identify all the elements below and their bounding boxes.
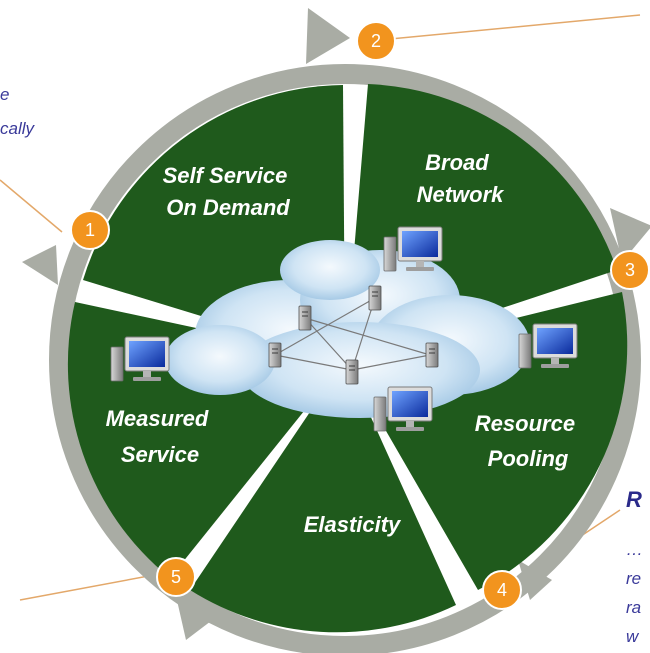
- server-icon: [298, 305, 312, 331]
- svg-text:w: w: [626, 627, 640, 646]
- callout-line-1: [0, 179, 63, 233]
- arrow-head-5: [176, 596, 215, 640]
- svg-text:ra: ra: [626, 598, 641, 617]
- callout-line-2: [379, 14, 641, 41]
- label-broad-network: Broad Network: [417, 150, 506, 207]
- badge-1: 1: [70, 210, 110, 250]
- right-callout: R … re ra w: [626, 487, 643, 646]
- server-icon: [368, 285, 382, 311]
- label-self-service: Self Service On Demand: [163, 163, 294, 220]
- label-elasticity: Elasticity: [304, 512, 402, 537]
- badge-3: 3: [610, 250, 650, 290]
- svg-text:2: 2: [371, 31, 381, 51]
- svg-text:re: re: [626, 569, 641, 588]
- label-resource-pooling: Resource Pooling: [475, 411, 581, 471]
- arrow-head-3: [610, 208, 650, 262]
- svg-text:1: 1: [85, 220, 95, 240]
- svg-text:3: 3: [625, 260, 635, 280]
- left-callout-line2: cally: [0, 119, 36, 138]
- badge-5: 5: [156, 557, 196, 597]
- badge-4: 4: [482, 570, 522, 610]
- server-icon: [345, 359, 359, 385]
- arrow-head-2: [306, 8, 350, 64]
- arrow-head-4: [518, 560, 552, 600]
- server-icon: [425, 342, 439, 368]
- left-callout: e cally: [0, 85, 63, 233]
- cycle-ring: [22, 8, 650, 653]
- left-callout-line1: e: [0, 85, 9, 104]
- svg-text:…: …: [626, 540, 643, 559]
- badge-2: 2: [356, 21, 396, 61]
- segment-elasticity: [190, 360, 456, 633]
- server-icon: [268, 342, 282, 368]
- arrow-head-1: [22, 245, 58, 285]
- right-callout-title: R: [626, 487, 642, 512]
- svg-text:4: 4: [497, 580, 507, 600]
- svg-text:5: 5: [171, 567, 181, 587]
- label-measured-service: Measured Service: [106, 406, 215, 467]
